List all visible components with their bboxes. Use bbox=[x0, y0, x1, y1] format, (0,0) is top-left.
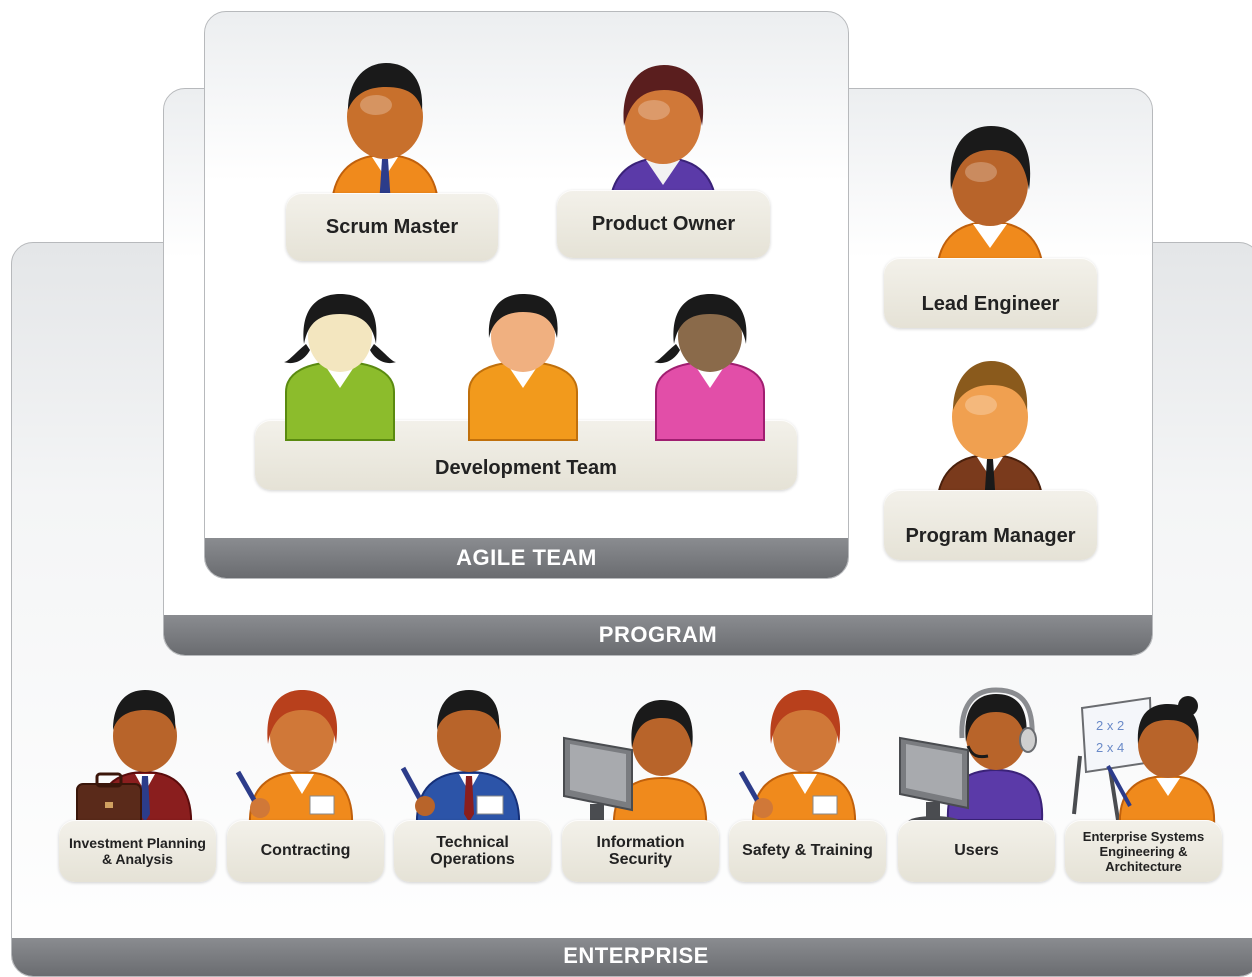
product-owner-plate: Product Owner bbox=[557, 190, 770, 258]
users-icon bbox=[898, 687, 1048, 830]
program-manager-label: Program Manager bbox=[905, 525, 1076, 547]
enterprise-role-plate: Information Security bbox=[562, 820, 719, 882]
role-label-line1: Users bbox=[954, 842, 999, 859]
enterprise-bar: ENTERPRISE bbox=[12, 938, 1252, 976]
enterprise-label: ENTERPRISE bbox=[563, 943, 709, 968]
developer-orange-icon bbox=[463, 292, 583, 442]
enterprise-role-plate: Enterprise Systems Engineering & Archite… bbox=[1065, 820, 1222, 882]
contracting-icon bbox=[235, 688, 366, 838]
product-owner-label: Product Owner bbox=[591, 212, 736, 235]
role-label-line1: Information bbox=[596, 834, 685, 851]
role-label-line2: Security bbox=[608, 851, 673, 868]
information-security-icon bbox=[562, 698, 712, 838]
role-label-line1: Enterprise Systems bbox=[1082, 828, 1205, 844]
role-label-line1: Technical bbox=[436, 834, 509, 851]
role-label-line1: Investment Planning bbox=[69, 835, 206, 851]
scrum-master-label: Scrum Master bbox=[325, 215, 459, 238]
agile-team-label: AGILE TEAM bbox=[456, 545, 597, 570]
developer-green-icon bbox=[280, 292, 400, 442]
agile-team-bar: AGILE TEAM bbox=[205, 538, 848, 578]
enterprise-systems-icon: 2 x 2 2 x 4 bbox=[1072, 696, 1222, 836]
enterprise-role-plate: Technical Operations bbox=[394, 820, 551, 882]
scrum-master-plate: Scrum Master bbox=[286, 193, 498, 261]
program-manager-plate: Program Manager bbox=[884, 490, 1097, 560]
lead-engineer-label: Lead Engineer bbox=[921, 293, 1060, 315]
whiteboard-text-1: 2 x 2 bbox=[1096, 718, 1124, 733]
safety-training-icon bbox=[738, 688, 869, 838]
developer-pink-icon bbox=[650, 292, 770, 442]
program-label: PROGRAM bbox=[598, 622, 718, 647]
role-label-line2: Operations bbox=[430, 851, 515, 868]
development-team-label: Development Team bbox=[435, 457, 617, 479]
whiteboard-text-2: 2 x 4 bbox=[1096, 740, 1124, 755]
enterprise-role-plate: Users bbox=[898, 820, 1055, 882]
enterprise-role-plate: Safety & Training bbox=[729, 820, 886, 882]
product-owner-icon bbox=[598, 60, 728, 220]
enterprise-role-plate: Investment Planning & Analysis bbox=[59, 820, 216, 882]
role-label-line3: Architecture bbox=[1105, 858, 1182, 874]
role-label-line1: Contracting bbox=[260, 842, 351, 859]
role-label-line2: Engineering & bbox=[1099, 843, 1188, 859]
enterprise-role-plate: Contracting bbox=[227, 820, 384, 882]
lead-engineer-plate: Lead Engineer bbox=[884, 258, 1097, 328]
role-label-line1: Safety & Training bbox=[742, 842, 873, 859]
program-bar: PROGRAM bbox=[164, 615, 1152, 655]
role-label-line2: & Analysis bbox=[101, 851, 174, 867]
technical-operations-icon bbox=[400, 688, 533, 838]
